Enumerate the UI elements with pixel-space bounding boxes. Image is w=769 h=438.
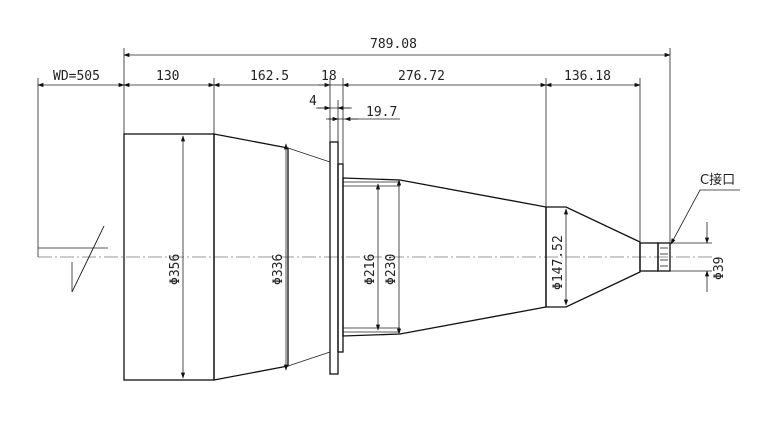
dia-147-52: Φ147.52 (551, 235, 566, 290)
c-mount-leader (670, 189, 740, 245)
dim-136-18: 136.18 (564, 69, 611, 84)
dim-18: 18 (321, 69, 337, 84)
flange-ring (337, 163, 344, 353)
dia-216: Φ216 (363, 254, 378, 285)
dim-19-7: 19.7 (366, 105, 397, 120)
c-mount (657, 242, 671, 272)
dia-230: Φ230 (384, 254, 399, 285)
c-mount-label: C接口 (700, 172, 735, 188)
front-taper-inner (287, 147, 331, 163)
dia-356: Φ356 (168, 254, 183, 285)
wd-break-symbol (37, 247, 108, 257)
wd-break-line (71, 225, 105, 293)
rear-taper (545, 206, 641, 308)
dim-276-72: 276.72 (398, 69, 445, 84)
dim-162-5: 162.5 (250, 69, 289, 84)
dim-4: 4 (309, 94, 317, 109)
dia-336: Φ336 (271, 254, 286, 285)
dim-130: 130 (156, 69, 179, 84)
dia-39: Φ39 (712, 257, 727, 280)
dim-working-distance: WD=505 (53, 69, 100, 84)
flange (329, 141, 339, 375)
front-taper-inner-lower (287, 351, 331, 367)
dim-total-length: 789.08 (370, 37, 417, 52)
